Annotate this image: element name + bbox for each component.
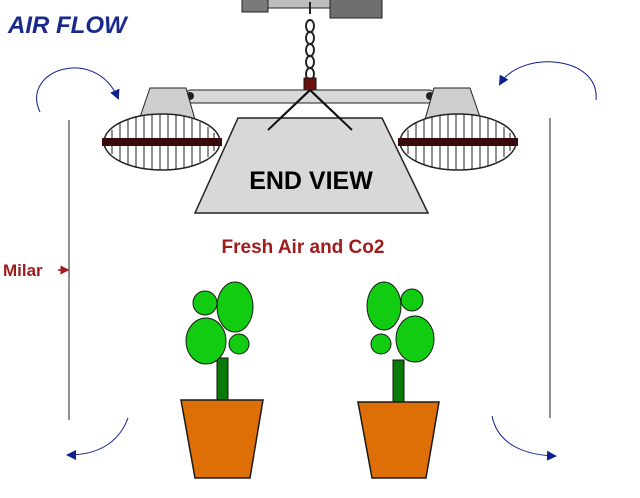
plant-icon: [180, 281, 264, 479]
ceiling-mount: [241, 0, 383, 19]
support-bar: [184, 89, 436, 104]
arrow-icon: [36, 61, 597, 461]
fan-icon: [398, 87, 518, 171]
page-title: AIR FLOW: [7, 12, 129, 39]
wall-label: Milar: [3, 261, 43, 280]
hood-label: END VIEW: [249, 167, 373, 195]
hood: END VIEW: [193, 89, 430, 214]
plant-icon: [357, 281, 440, 479]
airflow-label: Fresh Air and Co2: [222, 237, 385, 258]
fan-icon: [102, 87, 222, 171]
chain-icon: [305, 19, 315, 81]
